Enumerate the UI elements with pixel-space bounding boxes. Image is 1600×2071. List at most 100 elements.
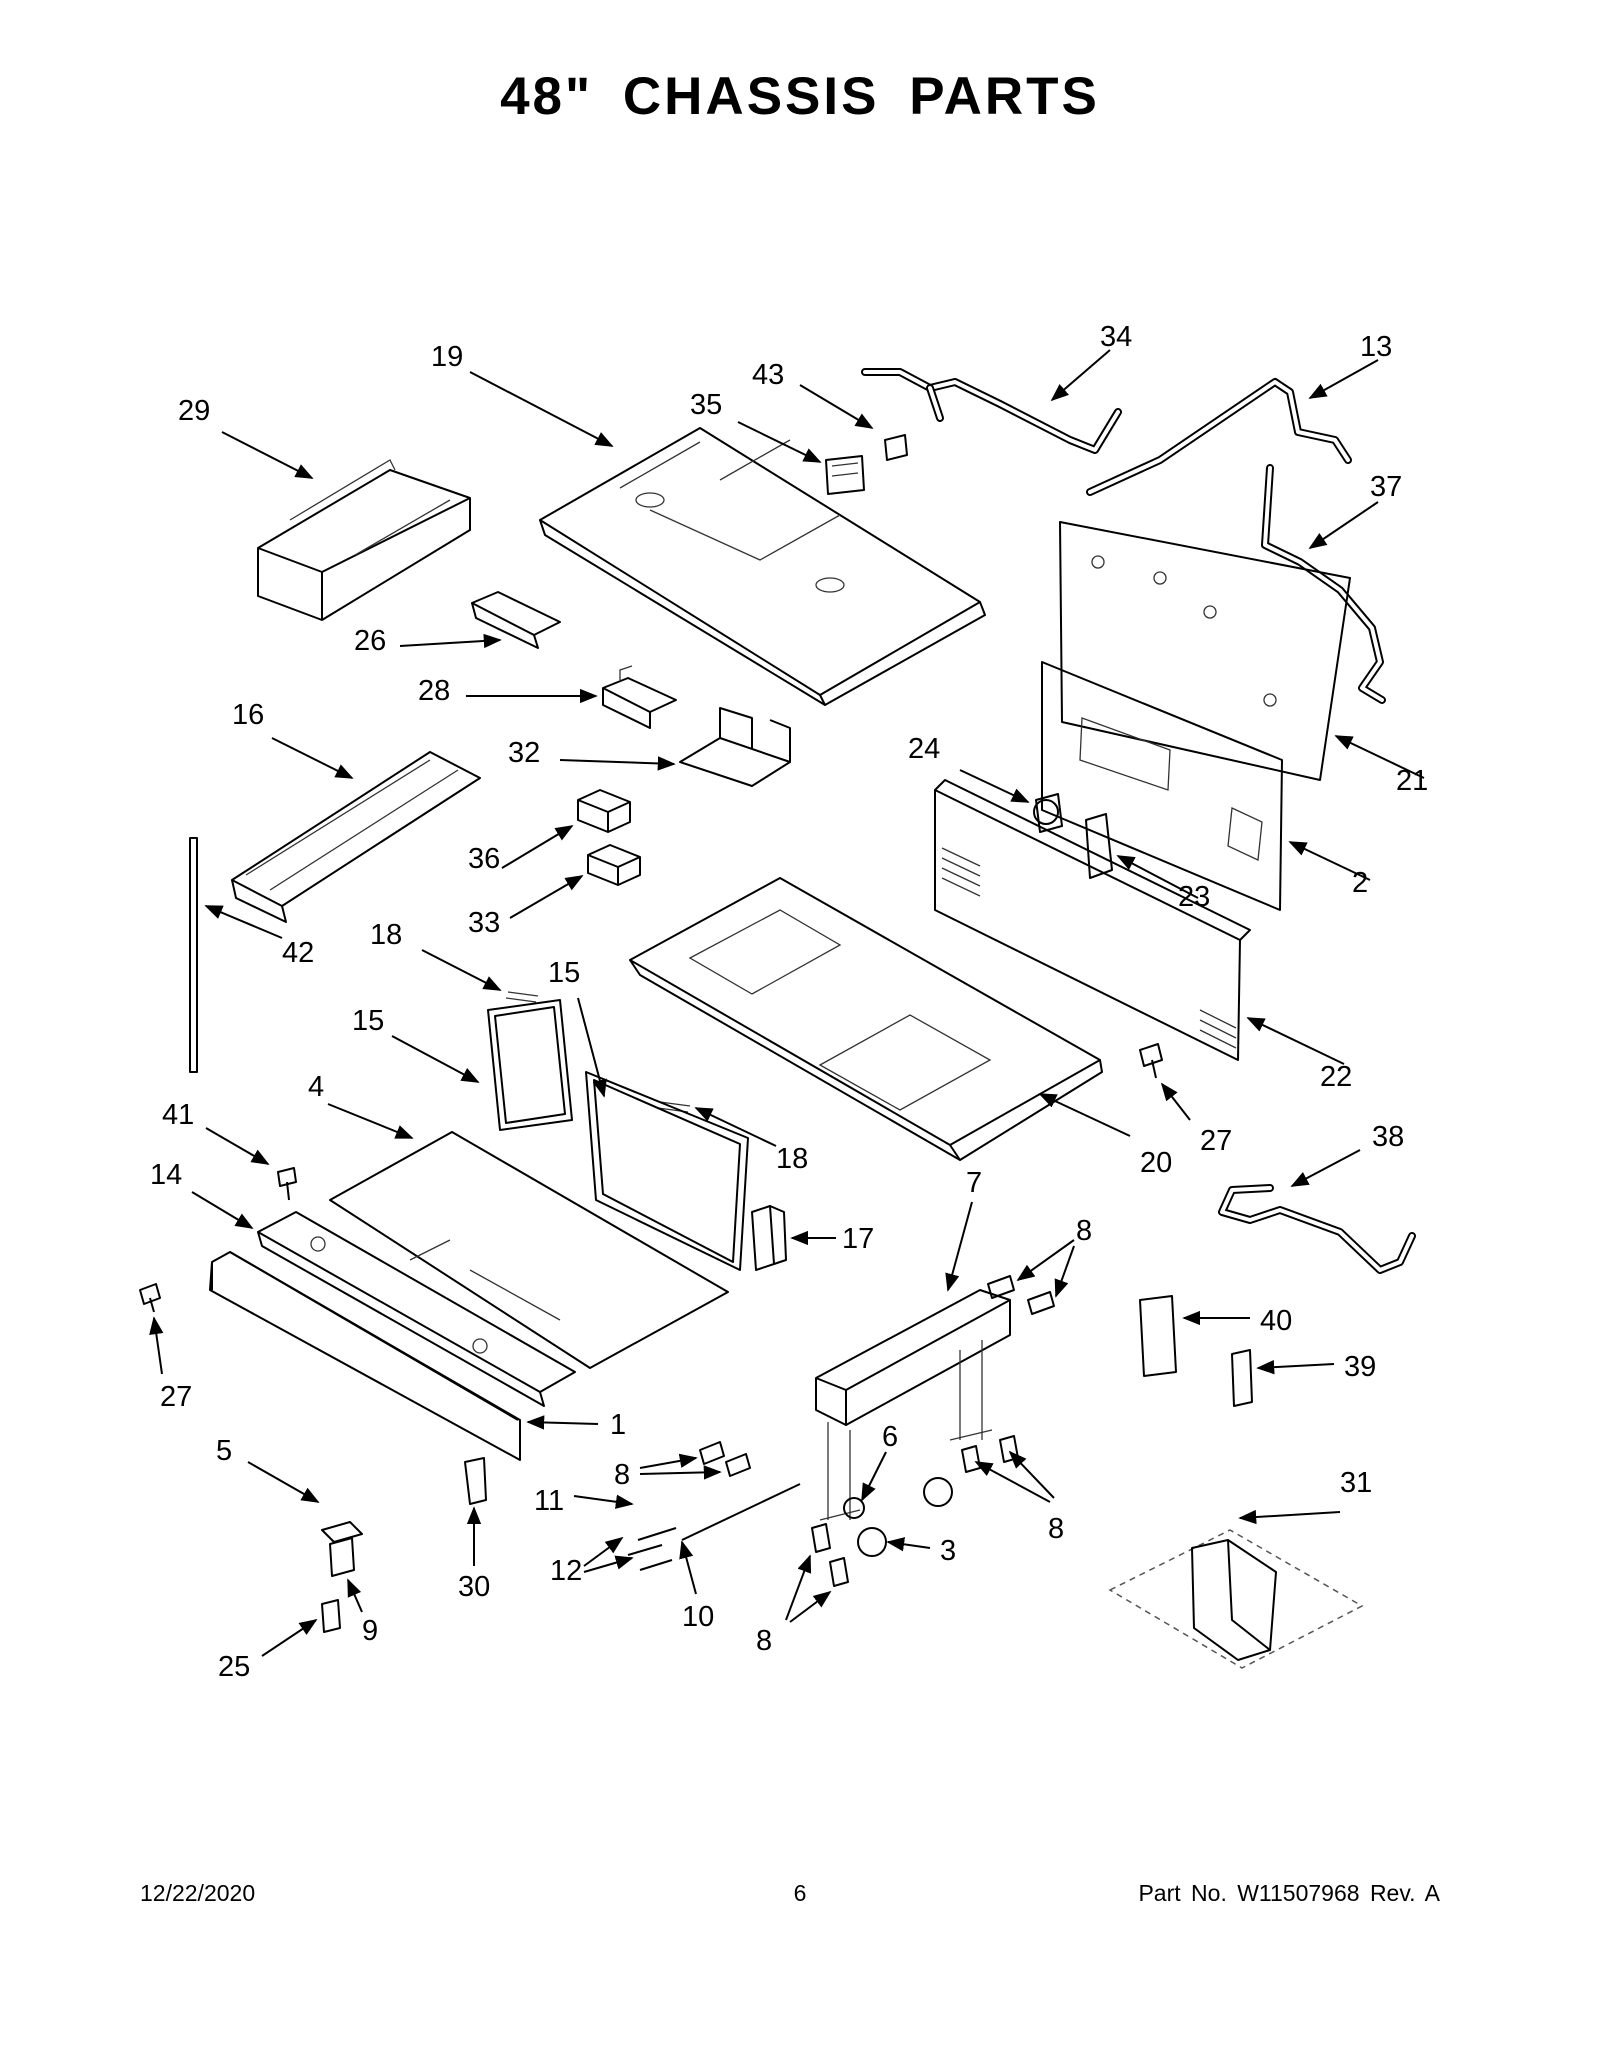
- leader-27b: [149, 1316, 164, 1375]
- callout-8c: 8: [1048, 1513, 1064, 1545]
- leader-34: [1050, 349, 1111, 402]
- callout-4: 4: [308, 1071, 324, 1103]
- part-3-leveler-a: [923, 1477, 953, 1507]
- leader-29: [221, 431, 314, 479]
- callout-15a: 15: [548, 957, 580, 989]
- part-24-valve: [1033, 793, 1063, 833]
- callout-15b: 15: [352, 1005, 384, 1037]
- callout-2: 2: [1352, 867, 1368, 899]
- callout-26: 26: [354, 625, 386, 657]
- leader-27a: [1160, 1082, 1191, 1121]
- leader-14: [191, 1191, 254, 1229]
- callout-10: 10: [682, 1601, 714, 1633]
- leader-8d1: [785, 1554, 812, 1621]
- leader-12b: [583, 1555, 634, 1573]
- callout-19: 19: [431, 341, 463, 373]
- part-34-tube: [861, 368, 1122, 454]
- callout-22: 22: [1320, 1061, 1352, 1093]
- leader-38: [1290, 1149, 1361, 1187]
- leader-10: [679, 1540, 697, 1595]
- leader-8b1: [639, 1453, 698, 1469]
- part-35-valve: [825, 455, 865, 495]
- leader-32: [559, 756, 676, 771]
- callout-24: 24: [908, 733, 940, 765]
- leader-8b2: [639, 1465, 722, 1480]
- leader-23: [1116, 855, 1199, 899]
- callout-29: 29: [178, 395, 210, 427]
- leader-42: [204, 905, 283, 939]
- callout-6: 6: [882, 1421, 898, 1453]
- leader-4: [327, 1103, 414, 1139]
- leader-22: [1246, 1017, 1345, 1065]
- part-8-screws-upper: [987, 1275, 1055, 1315]
- part-42-strip: [189, 837, 198, 1073]
- callout-25: 25: [218, 1651, 250, 1683]
- part-8-screws-mid: [699, 1441, 751, 1477]
- leader-15b: [577, 997, 607, 1098]
- leader-16: [271, 737, 354, 779]
- callout-33: 33: [468, 907, 500, 939]
- leader-8c1: [974, 1461, 1051, 1503]
- leader-1: [526, 1415, 599, 1430]
- part-41-screw: [277, 1167, 297, 1201]
- part-1-front-panel: [209, 1251, 521, 1461]
- callout-18a: 18: [370, 919, 402, 951]
- part-27-screw-upper: [1139, 1043, 1163, 1079]
- leader-37: [1308, 501, 1379, 550]
- part-7-support-frame: [815, 1289, 1011, 1521]
- part-37-tube: [1261, 464, 1386, 704]
- part-16-rail: [231, 751, 481, 923]
- part-38-tube: [1218, 1184, 1416, 1274]
- part-28-bracket: [602, 665, 677, 729]
- leader-35: [737, 421, 822, 463]
- page-title: 48" CHASSIS PARTS: [500, 67, 1100, 126]
- callout-18b: 18: [776, 1143, 808, 1175]
- callout-16: 16: [232, 699, 264, 731]
- part-36-box: [577, 789, 631, 833]
- part-22-panel: [934, 779, 1251, 1061]
- callout-9: 9: [362, 1615, 378, 1647]
- callout-8b: 8: [614, 1459, 630, 1491]
- footer-page-number: 6: [793, 1880, 807, 1906]
- leader-24: [959, 769, 1030, 803]
- callout-41: 41: [162, 1099, 194, 1131]
- leader-7: [945, 1201, 973, 1292]
- part-27-screw-lower: [139, 1283, 161, 1313]
- part-39-bracket: [1231, 1349, 1253, 1407]
- leader-25: [261, 1619, 318, 1657]
- part-25-screw: [321, 1599, 341, 1633]
- part-9-leg: [329, 1537, 355, 1577]
- part-11-pin: [637, 1527, 677, 1541]
- part-31-box: [1108, 1529, 1364, 1669]
- callout-43: 43: [752, 359, 784, 391]
- leader-9: [347, 1578, 363, 1613]
- leader-3: [886, 1537, 931, 1552]
- leader-19: [469, 371, 614, 447]
- leader-12a: [583, 1536, 624, 1567]
- callout-27b: 27: [160, 1381, 192, 1413]
- leader-20: [1038, 1093, 1131, 1137]
- callout-30: 30: [458, 1571, 490, 1603]
- leader-36: [501, 825, 574, 869]
- leader-2: [1288, 841, 1371, 881]
- footer-date: 12/22/2020: [140, 1880, 256, 1906]
- part-8-screws-bottom: [811, 1523, 849, 1587]
- leader-11: [573, 1494, 634, 1509]
- leader-18b: [694, 1107, 777, 1147]
- part-33-block: [587, 844, 641, 886]
- leader-8a1: [1016, 1239, 1075, 1282]
- callout-21: 21: [1396, 765, 1428, 797]
- callout-27a: 27: [1200, 1125, 1232, 1157]
- callout-5: 5: [216, 1435, 232, 1467]
- callout-36: 36: [468, 843, 500, 875]
- part-15-seal-right: [585, 1071, 749, 1271]
- part-29-cover: [257, 459, 471, 621]
- leader-33: [509, 875, 584, 919]
- part-20-floor-tray: [629, 877, 1103, 1161]
- part-32-bracket: [679, 707, 791, 787]
- part-18-gasket-strip-a: [505, 991, 539, 1003]
- leader-8c2: [1008, 1450, 1055, 1499]
- leader-15a: [391, 1035, 480, 1083]
- part-4-bottom-plate: [329, 1131, 729, 1369]
- part-26-bracket: [471, 591, 561, 649]
